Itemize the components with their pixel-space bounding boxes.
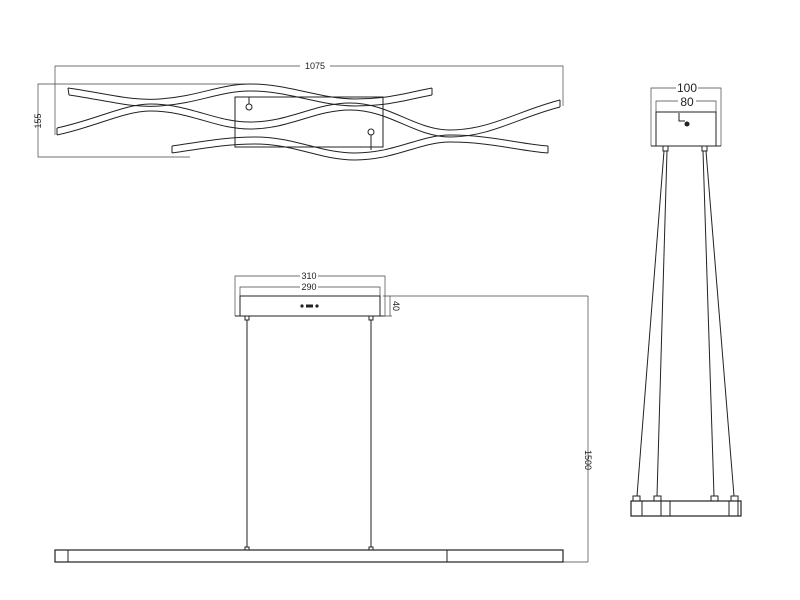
dimension-label-width: 1075 [305, 61, 325, 71]
front-view: 310 290 40 1500 [54, 271, 593, 563]
dimension-label-canopy-height: 40 [391, 301, 401, 311]
dimension-line-canopy-outer [234, 275, 386, 316]
light-bar-side [630, 500, 742, 517]
side-view: 100 80 [630, 81, 742, 517]
dimension-line-depth [37, 83, 245, 158]
dimension-label-depth: 155 [33, 113, 43, 128]
wave-bar-3 [171, 134, 549, 154]
dimension-line-inner [655, 100, 717, 112]
top-view: 1075 155 [33, 61, 564, 161]
dimension-line-width [54, 65, 564, 135]
dimension-line-canopy-inner [239, 286, 381, 296]
dimension-line-overall-height [563, 296, 589, 563]
mounting-pin-icon [245, 103, 253, 111]
suspension-cables [636, 150, 735, 497]
dimension-label-overall-height: 1500 [583, 450, 593, 470]
dimension-label-canopy-outer: 310 [301, 271, 316, 281]
mounting-pin-icon [367, 128, 375, 136]
dimension-label-outer: 100 [677, 81, 697, 95]
wave-bar-2 [56, 99, 561, 131]
dimension-label-canopy-inner: 290 [301, 282, 316, 292]
canopy-side [655, 111, 717, 147]
dimension-line-canopy-height [383, 295, 588, 317]
cable-entry-icon [684, 121, 690, 127]
canopy-controls [300, 304, 319, 308]
dimension-line-outer [650, 87, 722, 146]
canopy-outline [234, 96, 384, 148]
light-bar-front [54, 549, 564, 563]
wave-bar-1 [67, 83, 433, 100]
dimension-label-inner: 80 [680, 95, 694, 109]
